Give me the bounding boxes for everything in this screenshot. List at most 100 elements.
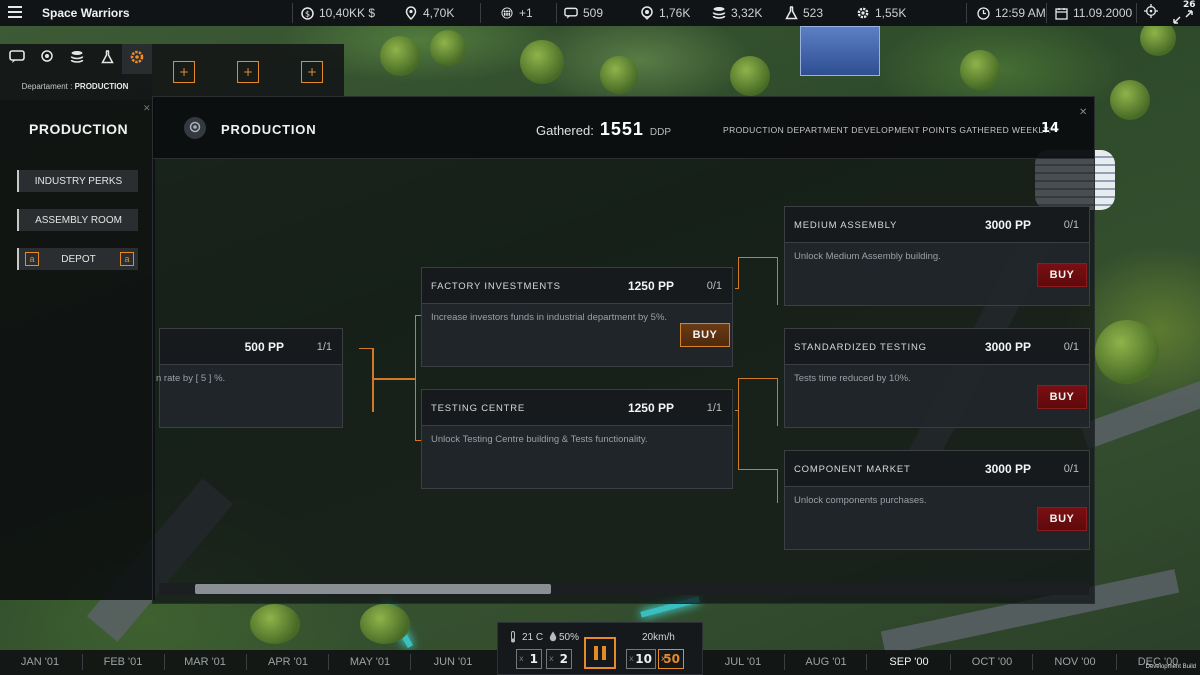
buy-button[interactable]: BUY: [1037, 385, 1087, 409]
hamburger-menu-icon[interactable]: [8, 6, 22, 18]
droplet-icon: [549, 631, 557, 645]
month-mar[interactable]: MAR '01: [184, 656, 226, 668]
tree: [1140, 20, 1176, 56]
connector-line: [777, 257, 778, 305]
industry-perks-button[interactable]: INDUSTRY PERKS: [17, 170, 138, 192]
tab-sales[interactable]: [2, 44, 32, 74]
assembly-room-button[interactable]: ASSEMBLY ROOM: [17, 209, 138, 231]
panel-header: PRODUCTION Gathered: 1551 DDP PRODUCTION…: [153, 97, 1094, 159]
perk-count: 0/1: [1063, 341, 1079, 353]
connector-line: [415, 315, 416, 441]
perk-count: 1/1: [316, 341, 332, 353]
month-aug[interactable]: AUG '01: [805, 656, 847, 668]
month-nov[interactable]: NOV '00: [1054, 656, 1096, 668]
weekly-label: PRODUCTION DEPARTMENT DEVELOPMENT POINTS…: [723, 125, 1052, 135]
month-sep-active[interactable]: SEP '00: [889, 656, 929, 668]
stat-production: 1,55K: [856, 6, 906, 20]
notifications-count: 26: [1183, 0, 1196, 10]
buy-button[interactable]: BUY: [1037, 263, 1087, 287]
lock-icon: a: [120, 252, 134, 266]
tab-location[interactable]: [32, 44, 62, 74]
company-name: Space Warriors: [42, 6, 130, 20]
crosshair-button[interactable]: [1144, 3, 1158, 18]
map-pin-icon: [404, 6, 418, 20]
connector-line: [738, 257, 778, 258]
humidity: 50%: [559, 632, 580, 643]
perk-description: Unlock Medium Assembly building.: [794, 251, 941, 262]
date: 11.09.2000: [1054, 6, 1132, 20]
month-dec[interactable]: DEC '00: [1137, 656, 1179, 668]
perk-cost: 3000 PP: [984, 340, 1031, 354]
connector-line: [738, 469, 778, 470]
tree: [380, 36, 420, 76]
tree: [360, 604, 410, 644]
perk-cost: 3000 PP: [984, 462, 1031, 476]
perk-card-medium-assembly: MEDIUM ASSEMBLY 3000 PP 0/1 Unlock Mediu…: [784, 206, 1090, 306]
thermometer-icon: [510, 631, 516, 646]
tab-resources[interactable]: [62, 44, 92, 74]
tree: [1110, 80, 1150, 120]
add-slot-button[interactable]: +: [237, 61, 259, 83]
perk-name: COMPONENT MARKET: [794, 464, 911, 475]
connector-line: [359, 348, 373, 349]
month-oct[interactable]: OCT '00: [971, 656, 1013, 668]
perk-count: 0/1: [1063, 219, 1079, 231]
depot-button[interactable]: a DEPOT a: [17, 248, 138, 270]
stat-locations: 1,76K: [640, 6, 690, 20]
tab-production[interactable]: [122, 44, 152, 74]
add-slot-button[interactable]: +: [301, 61, 323, 83]
tab-research[interactable]: [92, 44, 122, 74]
stat-messages: 509: [564, 6, 603, 20]
coin-icon: $: [300, 6, 314, 20]
left-panel: ✕ PRODUCTION INDUSTRY PERKS ASSEMBLY ROO…: [0, 100, 155, 600]
divider: [292, 3, 293, 23]
divider: [1136, 3, 1137, 23]
buy-button[interactable]: BUY: [1037, 507, 1087, 531]
divider: [966, 3, 967, 23]
left-panel-title: PRODUCTION: [29, 121, 129, 137]
connector-line: [738, 378, 778, 379]
connector-line: [738, 257, 739, 289]
buy-button[interactable]: BUY: [680, 323, 730, 347]
month-may[interactable]: MAY '01: [349, 656, 391, 668]
tree: [730, 56, 770, 96]
pause-button[interactable]: [584, 637, 616, 669]
department-label: Departament : PRODUCTION: [21, 82, 129, 91]
month-jan[interactable]: JAN '01: [20, 656, 60, 668]
divider: [480, 3, 481, 23]
horizontal-scrollbar[interactable]: [159, 583, 1089, 595]
collapse-arrows-icon[interactable]: [1172, 9, 1194, 25]
calendar-icon: [1054, 6, 1068, 20]
crosshair-icon: [1144, 3, 1158, 18]
month-feb[interactable]: FEB '01: [103, 656, 143, 668]
weekly-value: 14: [1041, 121, 1060, 136]
month-apr[interactable]: APR '01: [267, 656, 308, 668]
gathered-unit: DDP: [649, 127, 671, 138]
connector-line: [415, 440, 423, 441]
connector-line: [735, 410, 739, 411]
connector-line: [415, 315, 423, 316]
stat-employees: +1: [500, 6, 533, 20]
gear-icon: [856, 6, 870, 20]
month-jul[interactable]: JUL '01: [724, 656, 762, 668]
month-jun[interactable]: JUN '01: [433, 656, 473, 668]
people-icon: [500, 6, 514, 20]
divider: [1116, 654, 1117, 670]
road: [1079, 376, 1200, 450]
add-slot-button[interactable]: +: [173, 61, 195, 83]
close-icon[interactable]: ✕: [1079, 107, 1088, 118]
close-icon[interactable]: ✕: [143, 104, 151, 114]
top-bar: Space Warriors $ 10,40KK $ 4,70K +1 509 …: [0, 0, 1200, 26]
gathered-points: Gathered: 1551 DDP: [536, 119, 671, 139]
database-icon: [70, 50, 84, 68]
perk-name: FACTORY INVESTMENTS: [431, 281, 561, 292]
scrollbar-thumb[interactable]: [195, 584, 551, 594]
perk-card-factory-investments: FACTORY INVESTMENTS 1250 PP 0/1 Increase…: [421, 267, 733, 367]
gear-icon: [129, 49, 145, 69]
perk-count: 0/1: [706, 280, 722, 292]
